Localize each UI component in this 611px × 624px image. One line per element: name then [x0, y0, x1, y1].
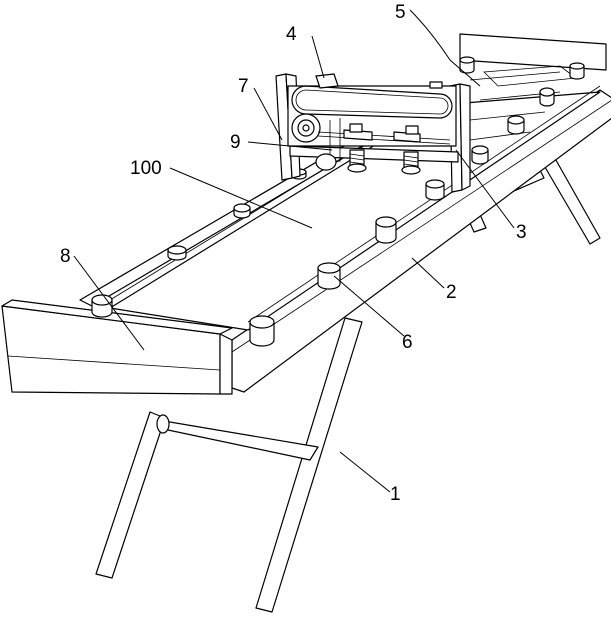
label-5: 5	[395, 2, 406, 23]
roller	[540, 88, 554, 106]
label-4: 4	[286, 24, 297, 45]
roller	[234, 204, 250, 218]
leader-2	[412, 258, 444, 288]
label-9: 9	[230, 132, 241, 153]
label-1: 1	[390, 484, 401, 505]
roller	[376, 217, 396, 243]
leg-cross-brace	[158, 420, 318, 460]
roller	[250, 316, 274, 346]
roller	[570, 63, 584, 79]
spring-left	[348, 150, 366, 172]
roller	[426, 180, 444, 200]
label-8: 8	[60, 246, 71, 267]
label-6: 6	[402, 332, 413, 353]
motor	[316, 74, 338, 88]
leader-4	[312, 36, 324, 78]
spring-right	[402, 152, 420, 174]
roller	[318, 263, 340, 289]
brace-end	[157, 415, 169, 433]
leg-front-left	[96, 412, 165, 578]
roller	[168, 246, 186, 260]
roller	[92, 295, 112, 317]
roller	[508, 116, 524, 134]
roller	[472, 146, 488, 164]
label-2: 2	[446, 282, 457, 303]
end-plate-back	[460, 34, 606, 70]
label-3: 3	[516, 222, 527, 243]
label-100: 100	[130, 158, 162, 179]
label-7: 7	[238, 76, 249, 97]
leader-1	[340, 452, 390, 492]
end-plate-side	[220, 334, 232, 394]
wheel	[316, 154, 336, 170]
